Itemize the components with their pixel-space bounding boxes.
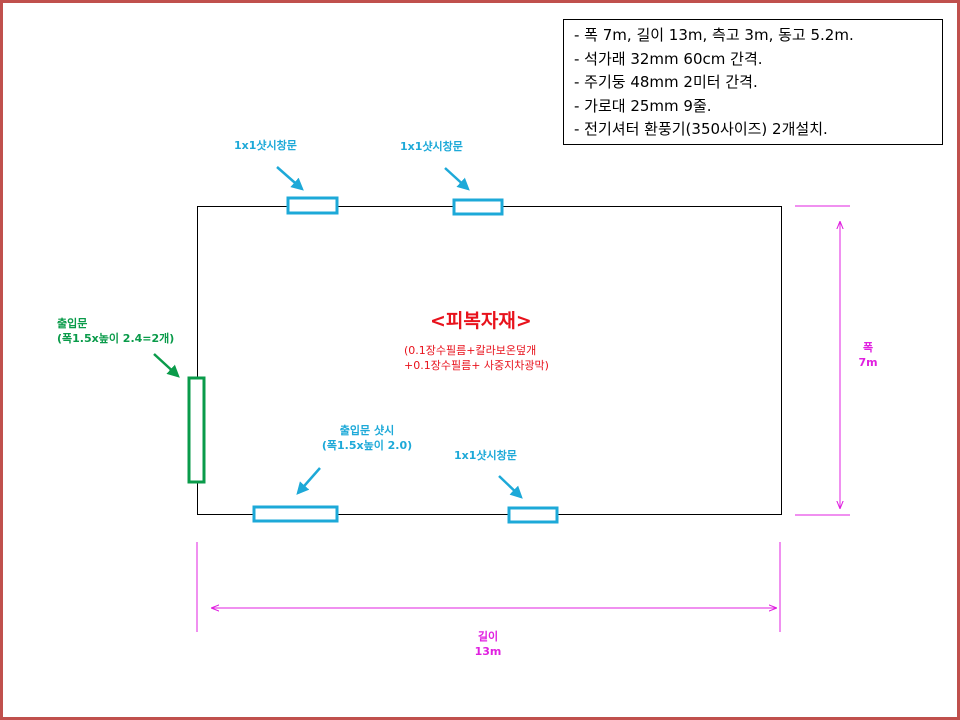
spec-line-2: - 석가래 32mm 60cm 간격. (574, 49, 763, 68)
arrow-window-top-right (444, 167, 470, 191)
entrance-line1: 출입문 (57, 317, 88, 330)
entrance-sash-line1: 출입문 샷시 (339, 424, 395, 437)
window-top-right (452, 198, 504, 216)
spec-line-5: - 전기셔터 환풍기(350사이즈) 2개설치. (574, 120, 828, 138)
arrow-window-top-left (276, 166, 304, 191)
label-length: 길이 13m (470, 629, 506, 659)
width-value: 7m (858, 356, 878, 369)
window-top-left (286, 196, 339, 215)
arrow-entrance-sash (296, 467, 321, 495)
entrance-sash-rect (252, 505, 339, 523)
entrance-sash-line2: (폭1.5x높이 2.0) (321, 439, 413, 452)
label-width: 폭 7m (850, 340, 886, 370)
spec-line-3: - 주기둥 48mm 2미터 간격. (574, 73, 758, 91)
label-window-top-right: 1x1샷시창문 (400, 140, 463, 153)
width-label: 폭 (862, 341, 874, 354)
covering-title: <피복자재> (430, 310, 532, 332)
covering-line1: (0.1장수필름+칼라보온덮개 (404, 344, 537, 357)
entrance-line2: (폭1.5x높이 2.4=2개) (57, 332, 175, 345)
length-value: 13m (474, 645, 502, 658)
arrow-window-bottom-right (498, 475, 523, 499)
window-bottom-right (507, 506, 559, 524)
spec-line-1: - 폭 7m, 길이 13m, 측고 3m, 동고 5.2m. (574, 26, 854, 44)
label-entrance-door: 출입문 (폭1.5x높이 2.4=2개) (57, 316, 174, 346)
label-entrance-sash: 출입문 샷시 (폭1.5x높이 2.0) (312, 423, 422, 453)
entrance-door-rect (187, 376, 206, 484)
label-window-top-left: 1x1샷시창문 (234, 139, 297, 152)
arrow-entrance-door (153, 353, 180, 378)
spec-line-4: - 가로대 25mm 9줄. (574, 96, 712, 115)
spec-box: - 폭 7m, 길이 13m, 측고 3m, 동고 5.2m. - 석가래 32… (563, 19, 943, 145)
covering-materials: (0.1장수필름+칼라보온덮개 +0.1장수필름+ 사중지차광막) (404, 343, 549, 373)
length-label: 길이 (477, 630, 499, 643)
covering-line2: +0.1장수필름+ 사중지차광막) (404, 359, 549, 372)
label-window-bottom-right: 1x1샷시창문 (454, 449, 517, 462)
